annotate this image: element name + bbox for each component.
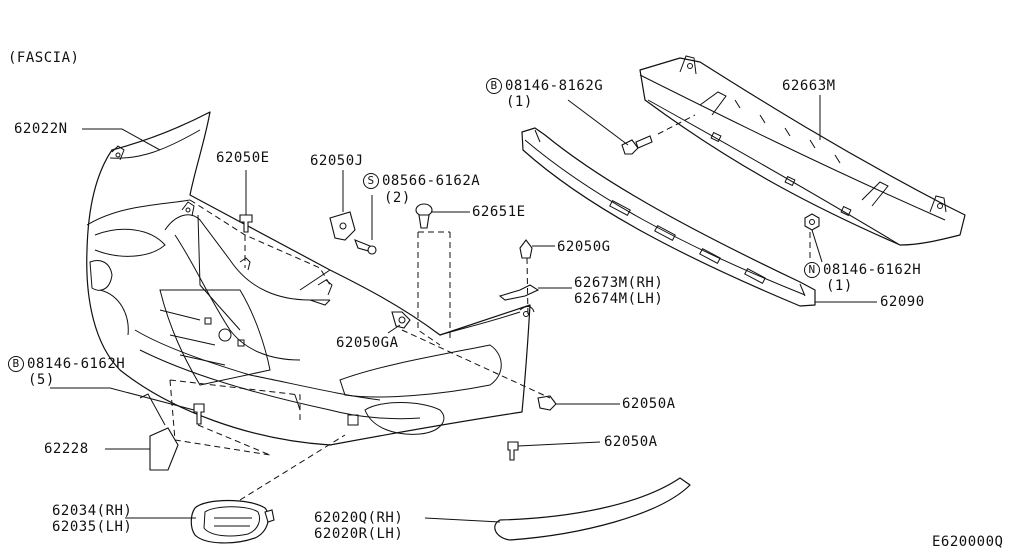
grommet-62651e-drawing <box>415 203 433 229</box>
b-mark-icon: B <box>486 78 502 94</box>
bracket-62050j-drawing <box>329 211 356 241</box>
label-62663m: 62663M <box>782 78 836 94</box>
label-08146-8162g-qty: (1) <box>506 94 533 110</box>
label-08146-6162h-right-number: 08146-6162H <box>823 262 922 278</box>
label-62050a-1: 62050A <box>622 396 676 412</box>
label-62050ga: 62050GA <box>336 335 399 351</box>
diagram-code: E620000Q <box>932 534 1004 550</box>
b-mark-icon: B <box>8 356 24 372</box>
label-62674m: 62674M(LH) <box>574 291 664 307</box>
label-62651e: 62651E <box>472 204 526 220</box>
bolt-08146-left-drawing <box>193 403 205 425</box>
label-08146-6162h-left-number: 08146-6162H <box>27 356 126 372</box>
clip-62050e-drawing <box>239 214 253 233</box>
label-08146-6162h-right-qty: (1) <box>826 278 853 294</box>
section-title: (FASCIA) <box>8 50 80 66</box>
bolt-08146-right-drawing <box>804 213 820 231</box>
label-62020r: 62020R(LH) <box>314 526 404 542</box>
label-62050g: 62050G <box>557 239 611 255</box>
label-62228: 62228 <box>44 441 89 457</box>
label-62020q: 62020Q(RH) <box>314 510 404 526</box>
label-62034: 62034(RH) <box>52 503 133 519</box>
label-62050a-2: 62050A <box>604 434 658 450</box>
fog-cover-62034-drawing <box>190 499 275 544</box>
label-62090: 62090 <box>880 294 925 310</box>
label-62050e: 62050E <box>216 150 270 166</box>
energy-absorber <box>521 127 816 307</box>
bumper-fascia <box>86 111 535 446</box>
bracket-62673m-drawing <box>498 284 540 301</box>
label-62035: 62035(LH) <box>52 519 133 535</box>
clip-62050ga-drawing <box>391 311 411 329</box>
assembly-lines <box>169 114 811 501</box>
s-mark-icon: S <box>363 173 379 189</box>
label-08146-6162h-left-qty: (5) <box>28 372 55 388</box>
leader-lines <box>50 95 877 523</box>
clip-62050g-drawing <box>519 239 533 259</box>
screw-08566-drawing <box>354 239 377 255</box>
label-62673m: 62673M(RH) <box>574 275 664 291</box>
clip-62050a-1-drawing <box>537 395 557 411</box>
bumper-reinforcement <box>639 55 966 246</box>
label-08566-6162a-qty: (2) <box>384 190 411 206</box>
label-62022n: 62022N <box>14 121 68 137</box>
label-08566-6162a-number: 08566-6162A <box>382 173 481 189</box>
clip-62050a-2-drawing <box>507 441 519 461</box>
bolt-08146-8162g-drawing <box>621 135 653 155</box>
moulding-62020q-drawing <box>494 477 691 541</box>
n-mark-icon: N <box>804 262 820 278</box>
label-62050j: 62050J <box>310 153 364 169</box>
label-08146-8162g-number: 08146-8162G <box>505 78 604 94</box>
